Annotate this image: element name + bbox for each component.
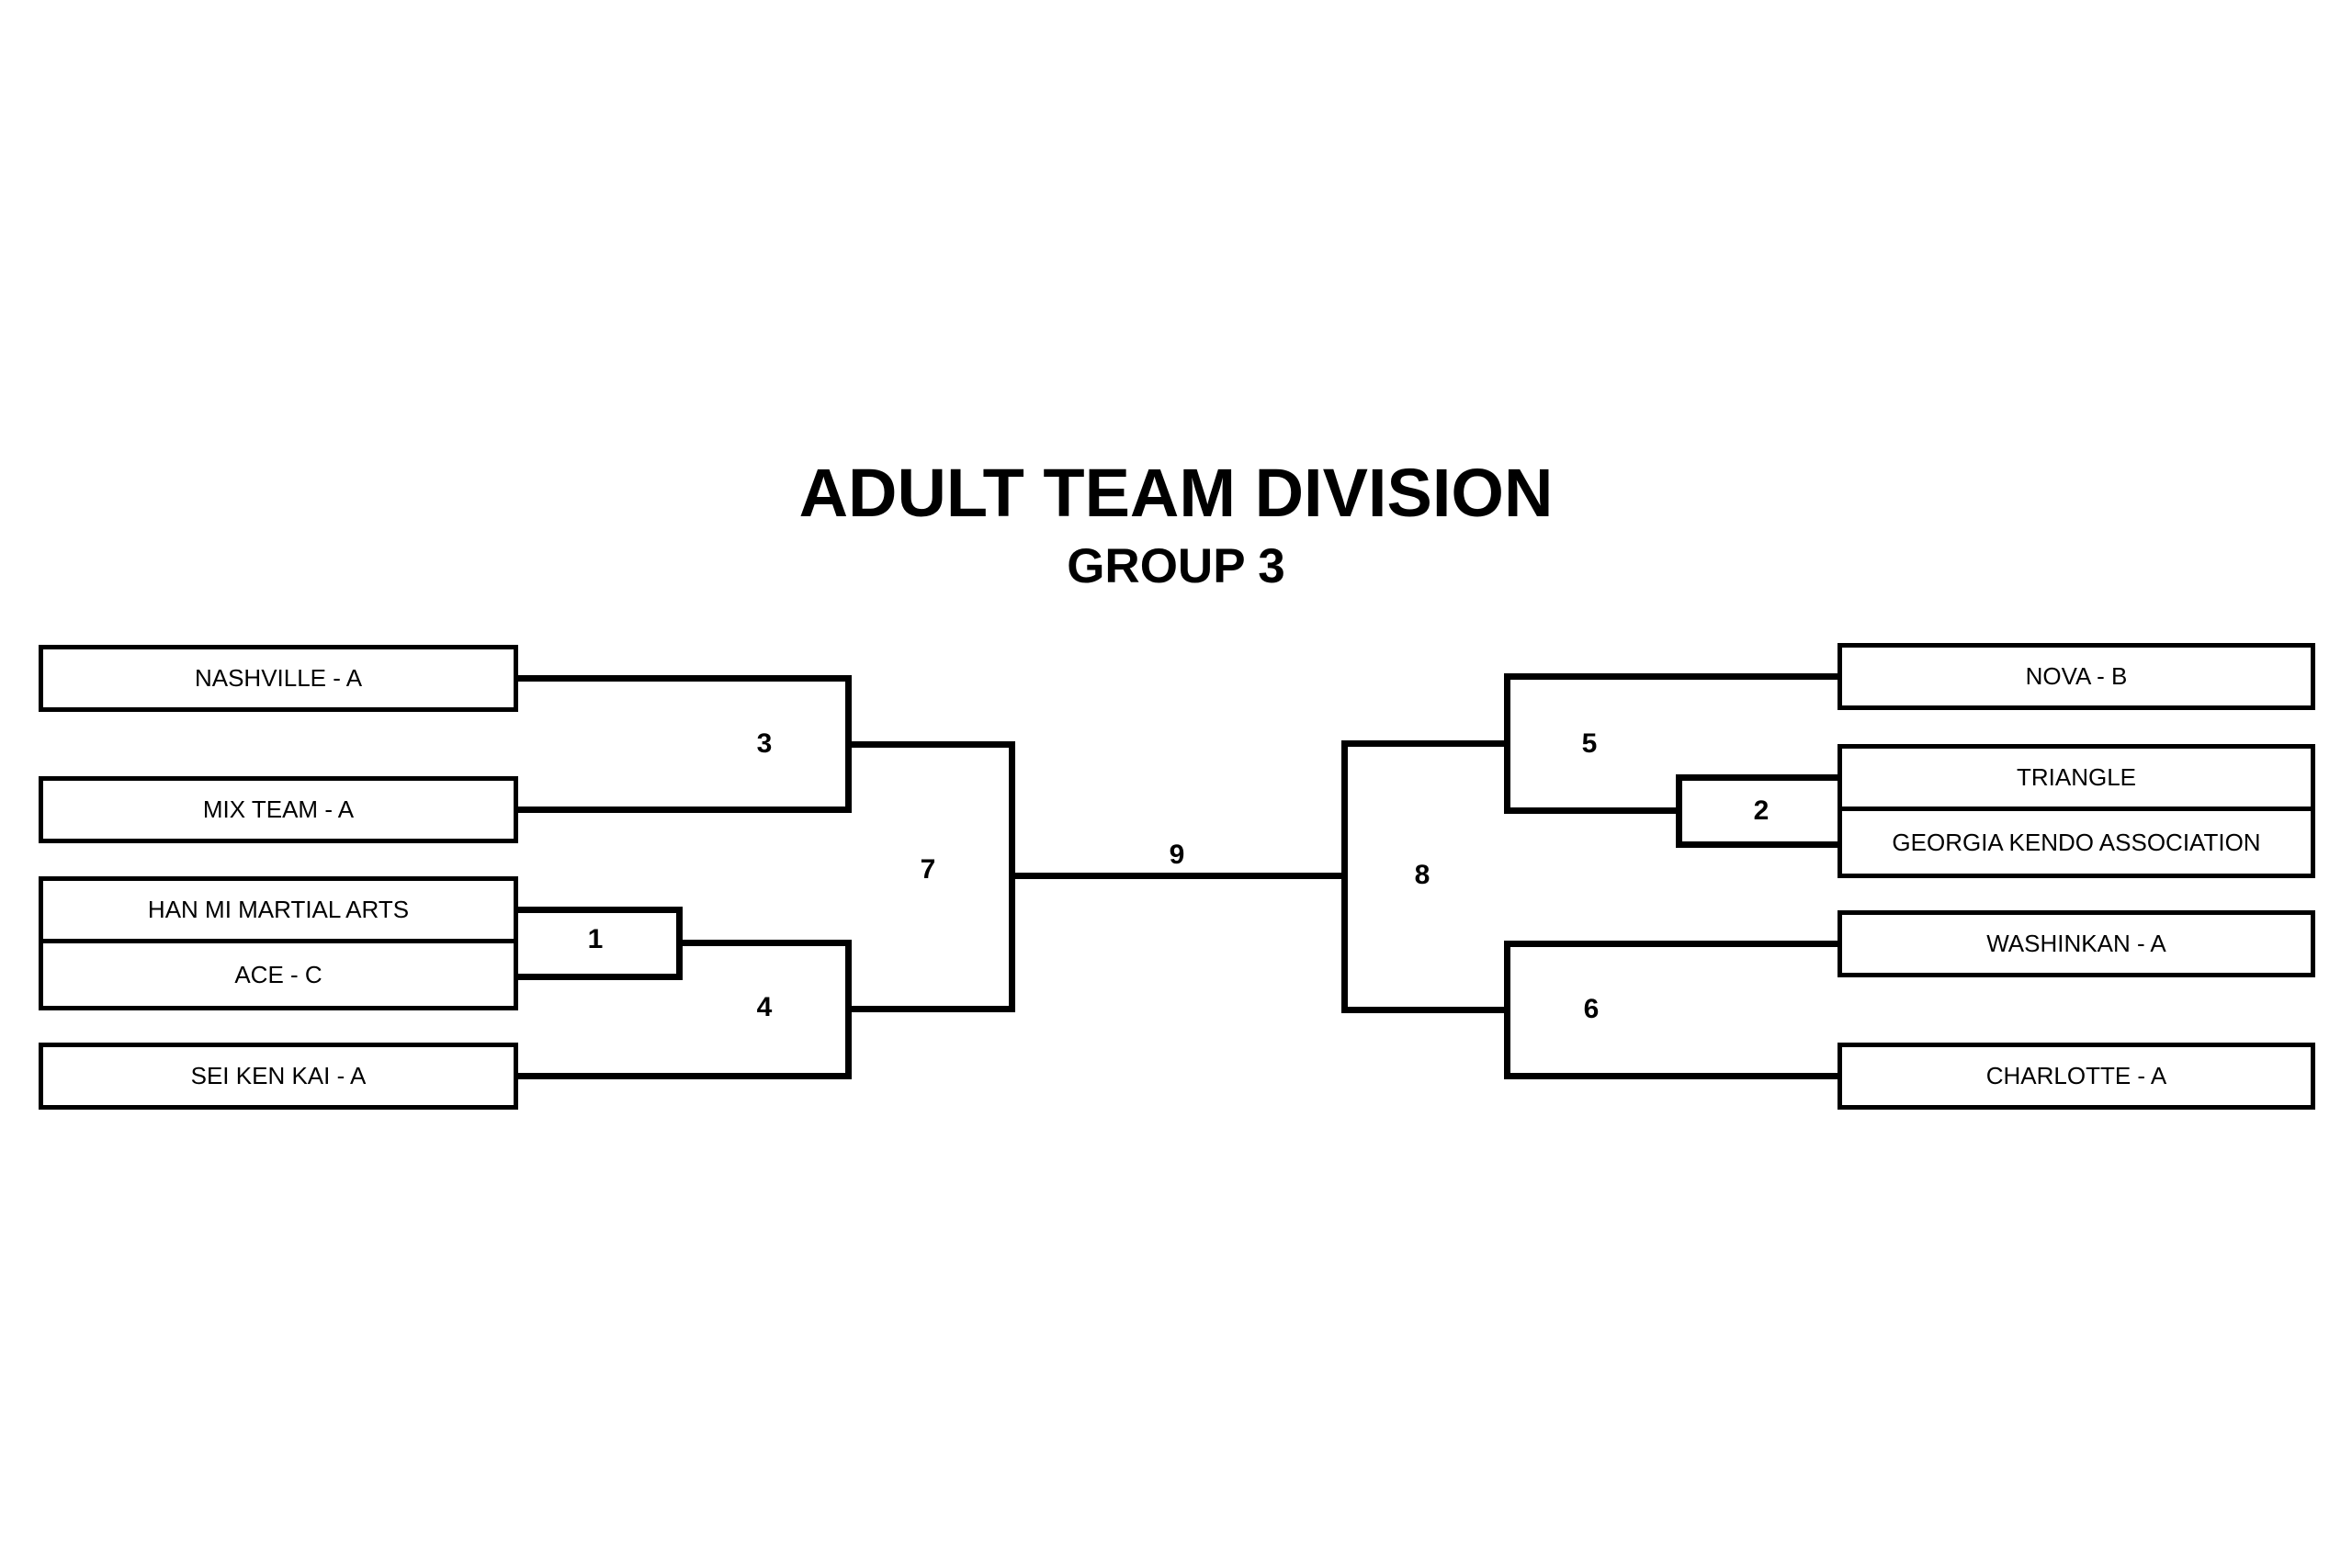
page-title: ADULT TEAM DIVISION [798,455,1554,531]
team-box-mix-team-a: MIX TEAM - A [39,776,518,843]
team-box-ace-c: ACE - C [39,939,518,1010]
ace-connector-line [514,974,683,980]
match8-vertical-line [1341,740,1348,1013]
han-mi-connector-line [514,907,683,913]
match-label-1: 1 [587,924,604,954]
nashville-connector-line [514,675,852,682]
match-label-8: 8 [1414,860,1430,890]
triangle-connector-line [1676,774,1842,781]
team-box-charlotte-a: CHARLOTTE - A [1838,1043,2315,1110]
georgia-connector-line [1676,841,1842,848]
match2-winner-line [1504,807,1682,814]
match3-winner-line [845,741,1015,748]
match6-winner-line [1341,1007,1510,1013]
team-box-nova-b: NOVA - B [1838,643,2315,710]
match-label-5: 5 [1581,728,1598,759]
team-box-sei-ken-kai-a: SEI KEN KAI - A [39,1043,518,1110]
match-label-6: 6 [1583,994,1600,1024]
team-box-georgia-kendo-association: GEORGIA KENDO ASSOCIATION [1838,807,2315,878]
sei-ken-kai-connector-line [514,1073,852,1079]
nova-connector-line [1504,673,1842,680]
match1-winner-line [676,940,852,946]
match4-winner-line [845,1006,1015,1012]
team-box-nashville-a: NASHVILLE - A [39,645,518,712]
final-match-line [1009,873,1348,879]
match-label-9: 9 [1169,840,1185,870]
team-box-triangle: TRIANGLE [1838,744,2315,811]
match5-winner-line [1341,740,1510,747]
match-label-3: 3 [756,728,773,759]
match-label-4: 4 [756,992,773,1022]
charlotte-connector-line [1504,1073,1842,1079]
match2-vertical-line [1676,774,1682,848]
match6-vertical-line [1504,941,1510,1079]
match5-vertical-line [1504,673,1510,814]
mix-team-connector-line [514,807,852,813]
page-subtitle: GROUP 3 [1067,539,1285,593]
match-label-2: 2 [1753,795,1770,826]
washinkan-connector-line [1504,941,1842,947]
team-box-washinkan-a: WASHINKAN - A [1838,910,2315,977]
team-box-han-mi-martial-arts: HAN MI MARTIAL ARTS [39,876,518,943]
match-label-7: 7 [920,854,936,885]
